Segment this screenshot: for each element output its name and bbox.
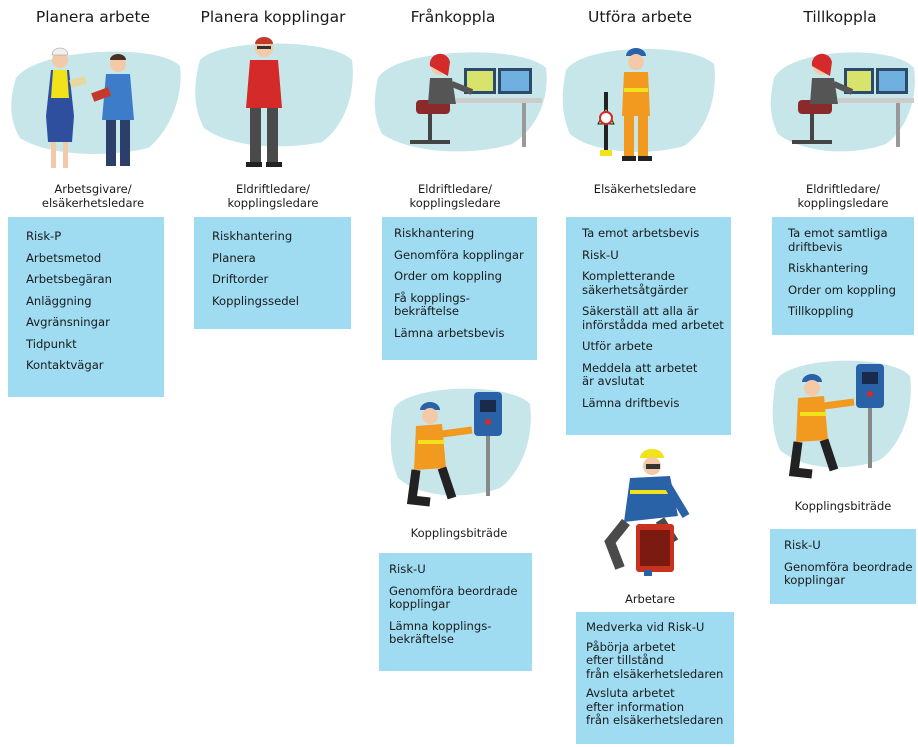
list-item: Kompletterande säkerhetsåtgärder <box>582 269 689 297</box>
sub-role-label-col4: Arbetare <box>624 592 676 606</box>
list-item: Avgränsningar <box>26 315 110 329</box>
list-item: Driftorder <box>212 272 269 286</box>
list-item: Tidpunkt <box>26 336 77 351</box>
sub-role-label-col3: Kopplingsbiträde <box>410 526 508 540</box>
list-item: Ta emot samtliga driftbevis <box>788 226 888 254</box>
illustration-tillkoppla-operator <box>768 38 918 168</box>
box-planera-arbete: Risk-P Arbetsmetod Arbetsbegäran Anläggn… <box>8 217 164 397</box>
box-arbetare: Medverka vid Risk-U Påbörja arbetet efte… <box>576 612 734 744</box>
list-item: Risk-P <box>26 229 62 243</box>
sub-role-label-col5: Kopplingsbiträde <box>794 499 892 513</box>
list-item: Riskhantering <box>212 229 293 243</box>
role-label-col5: Eldriftledare/ kopplingsledare <box>797 182 889 210</box>
list-item: Risk-U <box>784 538 821 552</box>
column-title-frankoppla: Frånkoppla <box>410 8 496 26</box>
role-label-col1: Arbetsgivare/ elsäkerhetsledare <box>41 182 145 210</box>
illustration-eldriftledare <box>190 30 360 175</box>
list-item: Anläggning <box>26 293 92 308</box>
list-item: Riskhantering <box>394 226 475 240</box>
box-kopplingsbitrade-col5: Risk-U Genomföra beordrade kopplingar <box>770 529 916 604</box>
list-item: Avsluta arbetet efter information från e… <box>586 686 724 727</box>
box-planera-kopplingar: Riskhantering Planera Driftorder Kopplin… <box>194 217 351 329</box>
illustration-kopplingsbitrade-col5 <box>768 350 916 490</box>
box-tillkoppla: Ta emot samtliga driftbevis Riskhanterin… <box>772 217 914 335</box>
list-item: Utför arbete <box>582 339 653 353</box>
list-item: Order om koppling <box>788 282 896 297</box>
list-item: Planera <box>212 250 256 265</box>
illustration-kopplingsbitrade-col3 <box>386 378 536 518</box>
list-item: Order om koppling <box>394 269 502 283</box>
list-item: Tillkoppling <box>788 304 854 318</box>
list-item: Kopplingssedel <box>212 293 299 308</box>
list-item: Arbetsbegäran <box>26 272 112 286</box>
list-item: Risk-U <box>389 562 426 576</box>
list-item: Lämna driftbevis <box>582 395 680 410</box>
box-frankoppla: Riskhantering Genomföra kopplingar Order… <box>382 217 537 360</box>
list-item: Säkerställ att alla är införstådda med a… <box>582 304 724 332</box>
column-title-utfora-arbete: Utföra arbete <box>587 8 693 26</box>
list-item: Genomföra beordrade kopplingar <box>784 559 913 587</box>
list-item: Få kopplings- bekräftelse <box>394 290 470 318</box>
column-title-planera-kopplingar: Planera kopplingar <box>200 8 346 26</box>
box-utfora-arbete: Ta emot arbetsbevis Risk-U Kompletterand… <box>566 217 731 435</box>
column-title-tillkoppla: Tillkoppla <box>803 8 877 26</box>
illustration-frankoppla-operator <box>372 38 552 168</box>
list-item: Genomföra beordrade kopplingar <box>389 583 518 611</box>
role-label-col3: Eldriftledare/ kopplingsledare <box>409 182 501 210</box>
role-label-col2: Eldriftledare/ kopplingsledare <box>227 182 319 210</box>
box-kopplingsbitrade-col3: Risk-U Genomföra beordrade kopplingar Lä… <box>379 553 532 671</box>
list-item: Påbörja arbetet efter tillstånd från els… <box>586 639 724 681</box>
list-item: Genomföra kopplingar <box>394 247 524 262</box>
list-item: Risk-U <box>582 247 619 262</box>
column-title-planera-arbete: Planera arbete <box>35 8 151 26</box>
list-item: Arbetsmetod <box>26 250 102 265</box>
list-item: Ta emot arbetsbevis <box>582 226 700 240</box>
illustration-elsakerhetsledare <box>560 36 720 176</box>
list-item: Kontaktvägar <box>26 358 104 372</box>
list-item: Meddela att arbetet är avslutat <box>582 360 698 388</box>
list-item: Lämna arbetsbevis <box>394 325 505 340</box>
illustration-arbetsgivare <box>8 38 186 178</box>
role-label-col4: Elsäkerhetsledare <box>593 182 697 196</box>
list-item: Medverka vid Risk-U <box>586 620 705 634</box>
list-item: Riskhantering <box>788 261 869 275</box>
list-item: Lämna kopplings- bekräftelse <box>389 618 492 646</box>
illustration-arbetare <box>590 446 700 586</box>
